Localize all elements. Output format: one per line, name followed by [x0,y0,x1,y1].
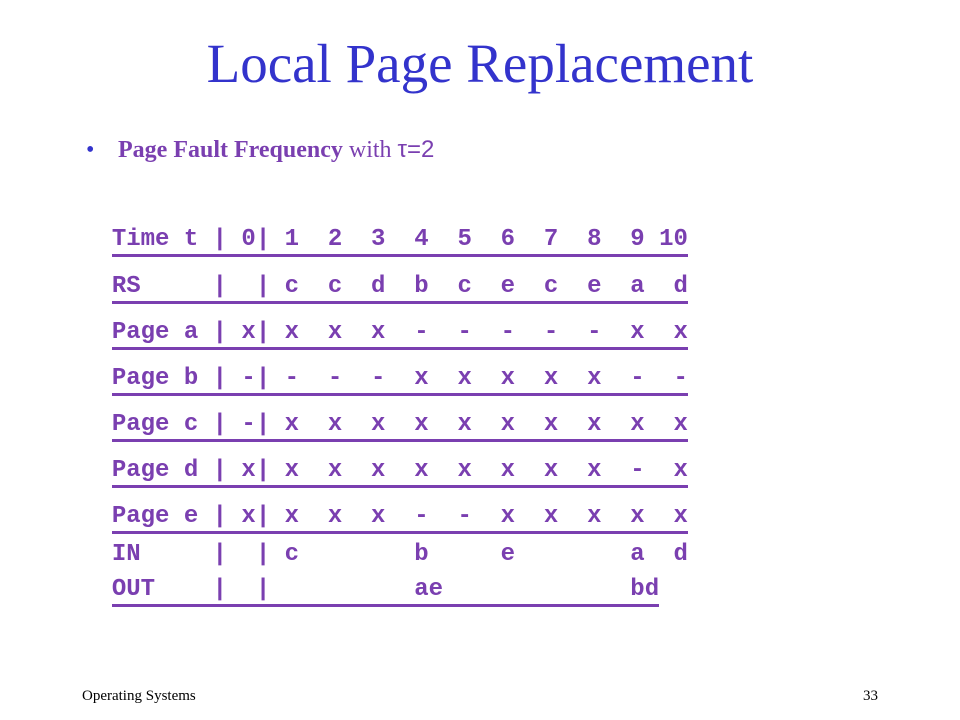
slide-title: Local Page Replacement [206,33,754,94]
table-row-text: IN | | c b e a d [111,541,688,568]
tau-value: τ=2 [397,136,435,163]
table-row-text: Page a | x| x x x - - - - - x x [111,319,688,350]
footer-page-number: 33 [863,688,878,704]
table-row-text: Page d | x| x x x x x x x x - x [111,457,688,488]
table-row-in: IN | | c b e a d [83,514,688,569]
table-header-text: Time t | 0| 1 2 3 4 5 6 7 8 9 10 [111,226,688,257]
bullet-point: • Page Fault Frequency with τ=2 [86,136,434,164]
bullet-plain-text: with [342,137,398,163]
table-row-page-d: Page d | x| x x x x x x x x - x [83,430,688,488]
table-row-text: Page b | -| - - - x x x x x - - [111,365,688,396]
footer-course-name: Operating Systems [82,688,196,704]
table-row-rs: RS | | c c d b c e c e a d [83,246,688,304]
table-row-text: RS | | c c d b c e c e a d [111,273,688,304]
table-row-text: Page c | -| x x x x x x x x x x [111,411,688,442]
table-row-page-b: Page b | -| - - - x x x x x - - [83,338,688,396]
table-row-out: OUT | | ae bd [83,549,660,607]
table-header-row: Time t | 0| 1 2 3 4 5 6 7 8 9 10 [83,199,688,257]
table-row-text: OUT | | ae bd [111,576,660,607]
table-row-page-a: Page a | x| x x x - - - - - x x [83,292,688,350]
bullet-marker: • [86,137,95,163]
table-row-page-e: Page e | x| x x x - - x x x x x [83,476,688,534]
table-row-text: Page e | x| x x x - - x x x x x [111,503,688,534]
bullet-bold-text: Page Fault Frequency [118,137,343,163]
table-row-page-c: Page c | -| x x x x x x x x x x [83,384,688,442]
